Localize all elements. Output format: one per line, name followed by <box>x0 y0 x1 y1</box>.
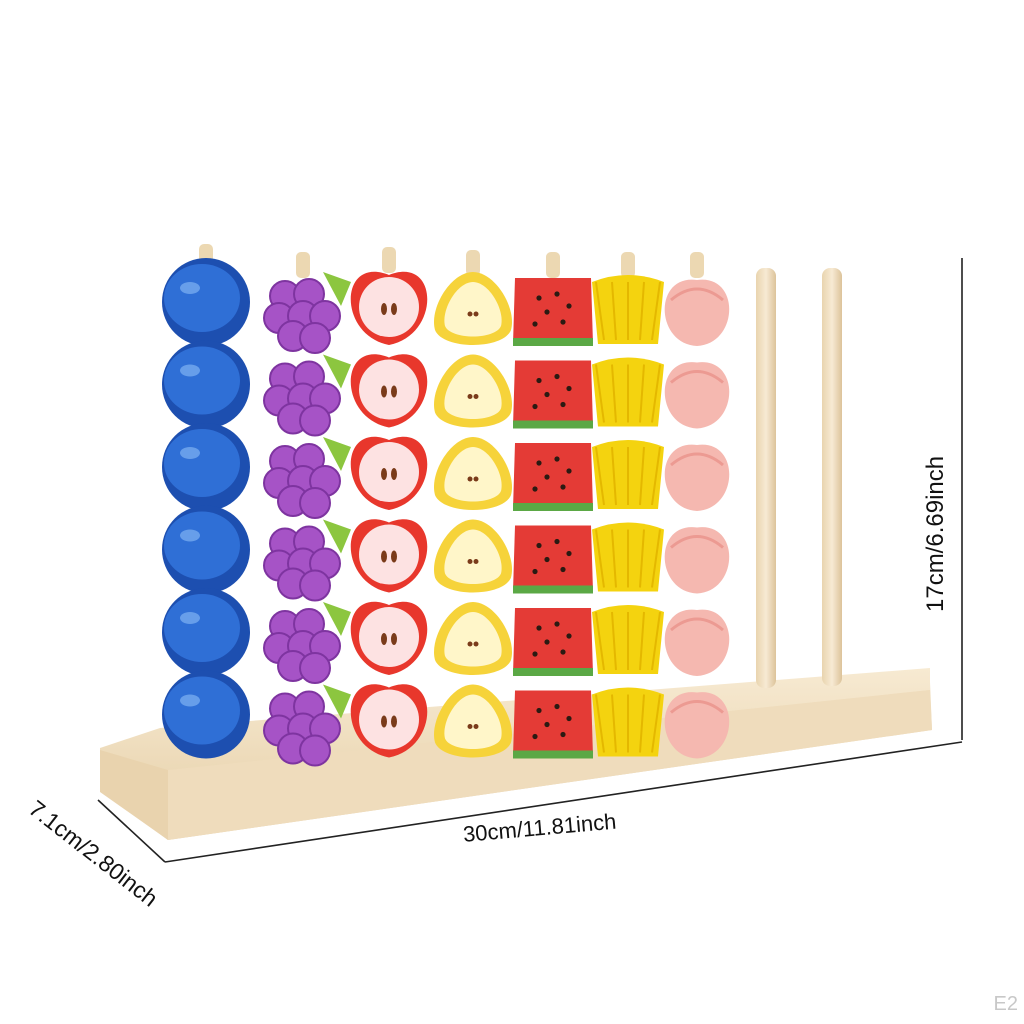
pineapple-piece <box>592 687 664 757</box>
peach-piece <box>664 362 730 429</box>
watermelon-column <box>513 252 593 759</box>
blueberry-piece <box>162 258 250 346</box>
empty-peg <box>822 268 842 686</box>
apple-piece <box>350 684 428 758</box>
peg-tip <box>690 252 704 278</box>
pear-piece <box>433 684 513 758</box>
watermelon-piece <box>513 278 593 346</box>
width-dimension-line <box>164 741 963 863</box>
peach-piece <box>664 527 730 594</box>
grape-piece <box>263 354 351 437</box>
blueberry-piece <box>162 670 250 759</box>
empty-peg <box>756 268 776 688</box>
fruit-columns <box>162 244 730 767</box>
pear-piece <box>433 602 513 675</box>
pear-piece <box>433 272 513 345</box>
grape-piece <box>263 602 351 684</box>
blueberry-column <box>162 244 250 759</box>
peg-tip <box>466 250 480 276</box>
grape-piece <box>263 684 351 767</box>
apple-piece <box>350 519 428 593</box>
pineapple-piece <box>592 522 664 592</box>
height-dimension-label: 17cm/6.69inch <box>922 455 949 612</box>
pineapple-piece <box>592 605 664 674</box>
grape-piece <box>263 272 351 354</box>
peg-tip <box>296 252 310 278</box>
watermelon-piece <box>513 608 593 676</box>
pear-piece <box>433 437 513 510</box>
apple-piece <box>350 436 428 510</box>
dimension-lines <box>97 258 963 863</box>
peach-piece <box>664 692 730 759</box>
watermelon-piece <box>513 525 593 594</box>
peach-column <box>664 252 730 759</box>
empty-pegs <box>756 268 842 688</box>
watermelon-piece <box>513 360 593 429</box>
peg-tip <box>546 252 560 278</box>
pineapple-piece <box>592 357 664 427</box>
apple-piece <box>350 601 428 675</box>
apple-piece <box>350 354 428 428</box>
grape-piece <box>263 519 351 602</box>
watermark: E2 <box>993 993 1018 1015</box>
pear-piece <box>433 519 513 593</box>
pear-piece <box>433 354 513 428</box>
grape-piece <box>263 437 351 519</box>
pineapple-column <box>592 252 664 757</box>
watermelon-piece <box>513 690 593 759</box>
apple-column <box>350 247 428 758</box>
peg-tip <box>382 247 396 273</box>
apple-piece <box>350 271 428 345</box>
peach-piece <box>664 609 730 676</box>
peg-tip <box>621 252 635 278</box>
watermelon-piece <box>513 443 593 511</box>
pineapple-piece <box>592 440 664 509</box>
grape-column <box>263 252 351 767</box>
blueberry-piece <box>162 423 250 511</box>
blueberry-piece <box>162 505 250 594</box>
peach-piece <box>664 279 730 346</box>
blueberry-piece <box>162 588 250 676</box>
peach-piece <box>664 444 730 511</box>
blueberry-piece <box>162 340 250 429</box>
depth-dimension-line <box>97 799 166 863</box>
pear-column <box>433 250 513 758</box>
pineapple-piece <box>592 275 664 344</box>
